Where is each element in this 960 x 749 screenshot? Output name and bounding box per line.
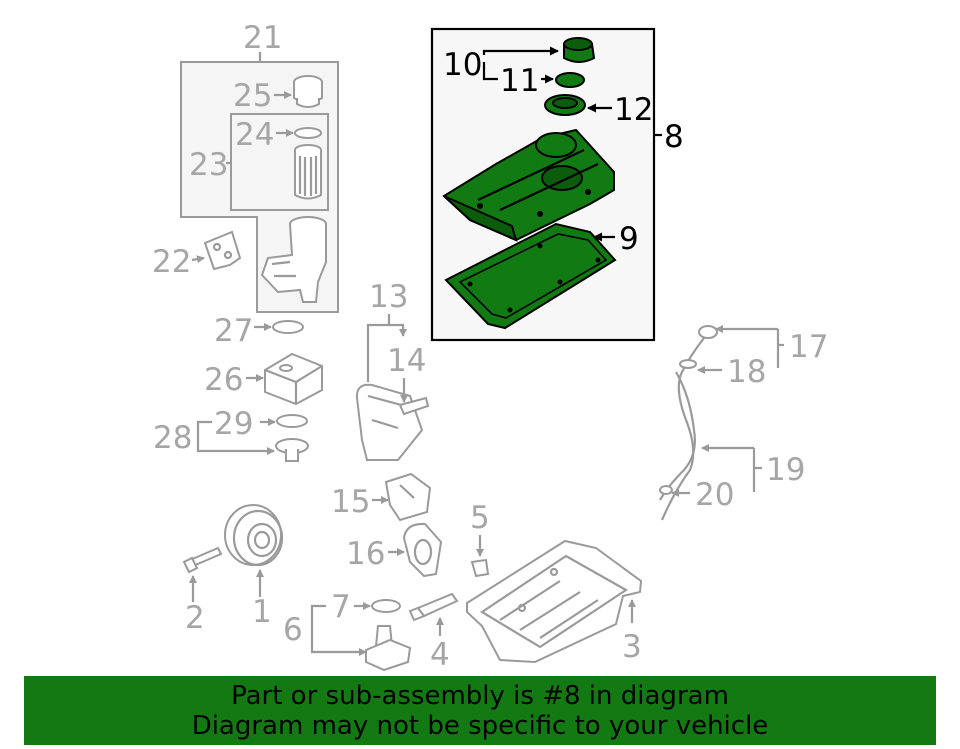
callout-11: 11 bbox=[482, 62, 554, 99]
cap-seal-part-11[interactable] bbox=[555, 72, 585, 88]
callout-2: 2 bbox=[185, 575, 205, 636]
cover-part-15[interactable] bbox=[384, 472, 432, 522]
label-19: 19 bbox=[766, 452, 805, 488]
label-5: 5 bbox=[470, 500, 490, 536]
callout-18: 18 bbox=[697, 354, 766, 390]
callout-7: 7 bbox=[331, 589, 371, 625]
label-20: 20 bbox=[695, 477, 734, 513]
crankshaft-pulley-part-1[interactable] bbox=[224, 504, 284, 567]
label-7: 7 bbox=[331, 589, 351, 625]
oil-cooler-part-26[interactable] bbox=[264, 352, 323, 406]
oil-filter-housing-part[interactable] bbox=[260, 216, 327, 303]
notice-banner: Part or sub-assembly is #8 in diagram Di… bbox=[24, 676, 936, 745]
callout-29: 29 bbox=[214, 406, 276, 442]
callout-1: 1 bbox=[252, 569, 272, 630]
callout-16: 16 bbox=[346, 536, 405, 572]
callout-13: 13 bbox=[366, 279, 408, 382]
label-10: 10 bbox=[443, 47, 482, 83]
label-13: 13 bbox=[369, 279, 408, 315]
label-6: 6 bbox=[283, 612, 303, 648]
dipstick-tube-part-19[interactable] bbox=[659, 359, 697, 501]
callout-15: 15 bbox=[331, 484, 389, 520]
callout-20: 20 bbox=[671, 477, 734, 513]
callout-12: 12 bbox=[587, 92, 653, 128]
callout-9: 9 bbox=[593, 221, 639, 257]
label-4: 4 bbox=[430, 637, 450, 673]
label-3: 3 bbox=[622, 629, 642, 665]
callout-28: 28 bbox=[153, 420, 274, 456]
oil-pan-part-3[interactable] bbox=[466, 539, 643, 664]
label-17: 17 bbox=[789, 329, 828, 365]
label-21: 21 bbox=[243, 20, 282, 56]
callout-19: 19 bbox=[702, 448, 805, 492]
callout-23: 23 bbox=[189, 147, 231, 183]
label-1: 1 bbox=[252, 594, 272, 630]
valve-cover-assembly-group-8[interactable]: 10 11 12 9 bbox=[430, 27, 656, 342]
sensor-part-14[interactable] bbox=[398, 396, 430, 416]
label-15: 15 bbox=[331, 484, 370, 520]
callout-22: 22 bbox=[152, 244, 205, 280]
sealant-tube-part-4[interactable] bbox=[408, 592, 459, 622]
oil-level-sensor-part-6[interactable] bbox=[365, 625, 412, 672]
timing-cover-part-13[interactable] bbox=[355, 383, 424, 461]
o-ring-part-7[interactable] bbox=[371, 599, 401, 613]
bolt-part-2[interactable] bbox=[182, 546, 223, 574]
banner-line-1: Part or sub-assembly is #8 in diagram bbox=[231, 681, 729, 711]
label-18: 18 bbox=[727, 354, 766, 390]
callout-24: 24 bbox=[235, 117, 294, 153]
valve-cover-gasket-part-9[interactable] bbox=[444, 222, 617, 330]
callout-3: 3 bbox=[622, 599, 642, 665]
oil-filter-cap-part[interactable] bbox=[293, 75, 323, 108]
label-24: 24 bbox=[235, 117, 274, 153]
label-29: 29 bbox=[214, 406, 253, 442]
label-26: 26 bbox=[204, 362, 243, 398]
label-9: 9 bbox=[619, 221, 639, 257]
seal-ring-part-27[interactable] bbox=[272, 320, 304, 334]
filler-neck-part-12[interactable] bbox=[544, 94, 586, 116]
oil-filter-assembly-group: 21 25 24 23 bbox=[180, 20, 339, 313]
callout-21: 21 bbox=[243, 20, 282, 62]
label-28: 28 bbox=[153, 420, 192, 456]
drain-plug-part-5[interactable] bbox=[470, 558, 490, 578]
label-16: 16 bbox=[346, 536, 385, 572]
label-11: 11 bbox=[500, 63, 539, 99]
bracket-part-22[interactable] bbox=[203, 230, 242, 271]
filter-o-ring-part[interactable] bbox=[294, 127, 322, 139]
callout-27: 27 bbox=[214, 313, 272, 349]
label-12: 12 bbox=[614, 92, 653, 128]
callout-14: 14 bbox=[387, 343, 426, 403]
callout-25: 25 bbox=[233, 78, 292, 114]
callout-5: 5 bbox=[470, 500, 490, 557]
callout-17: 17 bbox=[716, 329, 828, 368]
callout-26: 26 bbox=[204, 362, 264, 398]
oil-filler-cap-part-10[interactable] bbox=[563, 37, 596, 63]
banner-line-2: Diagram may not be specific to your vehi… bbox=[191, 711, 769, 741]
callout-6: 6 bbox=[283, 604, 366, 652]
seal-part-29[interactable] bbox=[276, 414, 308, 428]
label-14: 14 bbox=[387, 343, 426, 379]
seal-part-16[interactable] bbox=[402, 522, 443, 578]
label-23: 23 bbox=[189, 147, 228, 183]
valve-cover-body[interactable] bbox=[442, 128, 615, 242]
label-8: 8 bbox=[664, 119, 684, 155]
label-22: 22 bbox=[152, 244, 191, 280]
label-27: 27 bbox=[214, 313, 253, 349]
label-25: 25 bbox=[233, 78, 272, 114]
callout-10: 10 bbox=[443, 46, 559, 83]
adapter-part-28[interactable] bbox=[275, 438, 309, 462]
callout-4: 4 bbox=[430, 617, 450, 673]
oil-filter-element-part[interactable] bbox=[294, 144, 322, 200]
callout-8: 8 bbox=[654, 119, 684, 155]
label-2: 2 bbox=[185, 600, 205, 636]
